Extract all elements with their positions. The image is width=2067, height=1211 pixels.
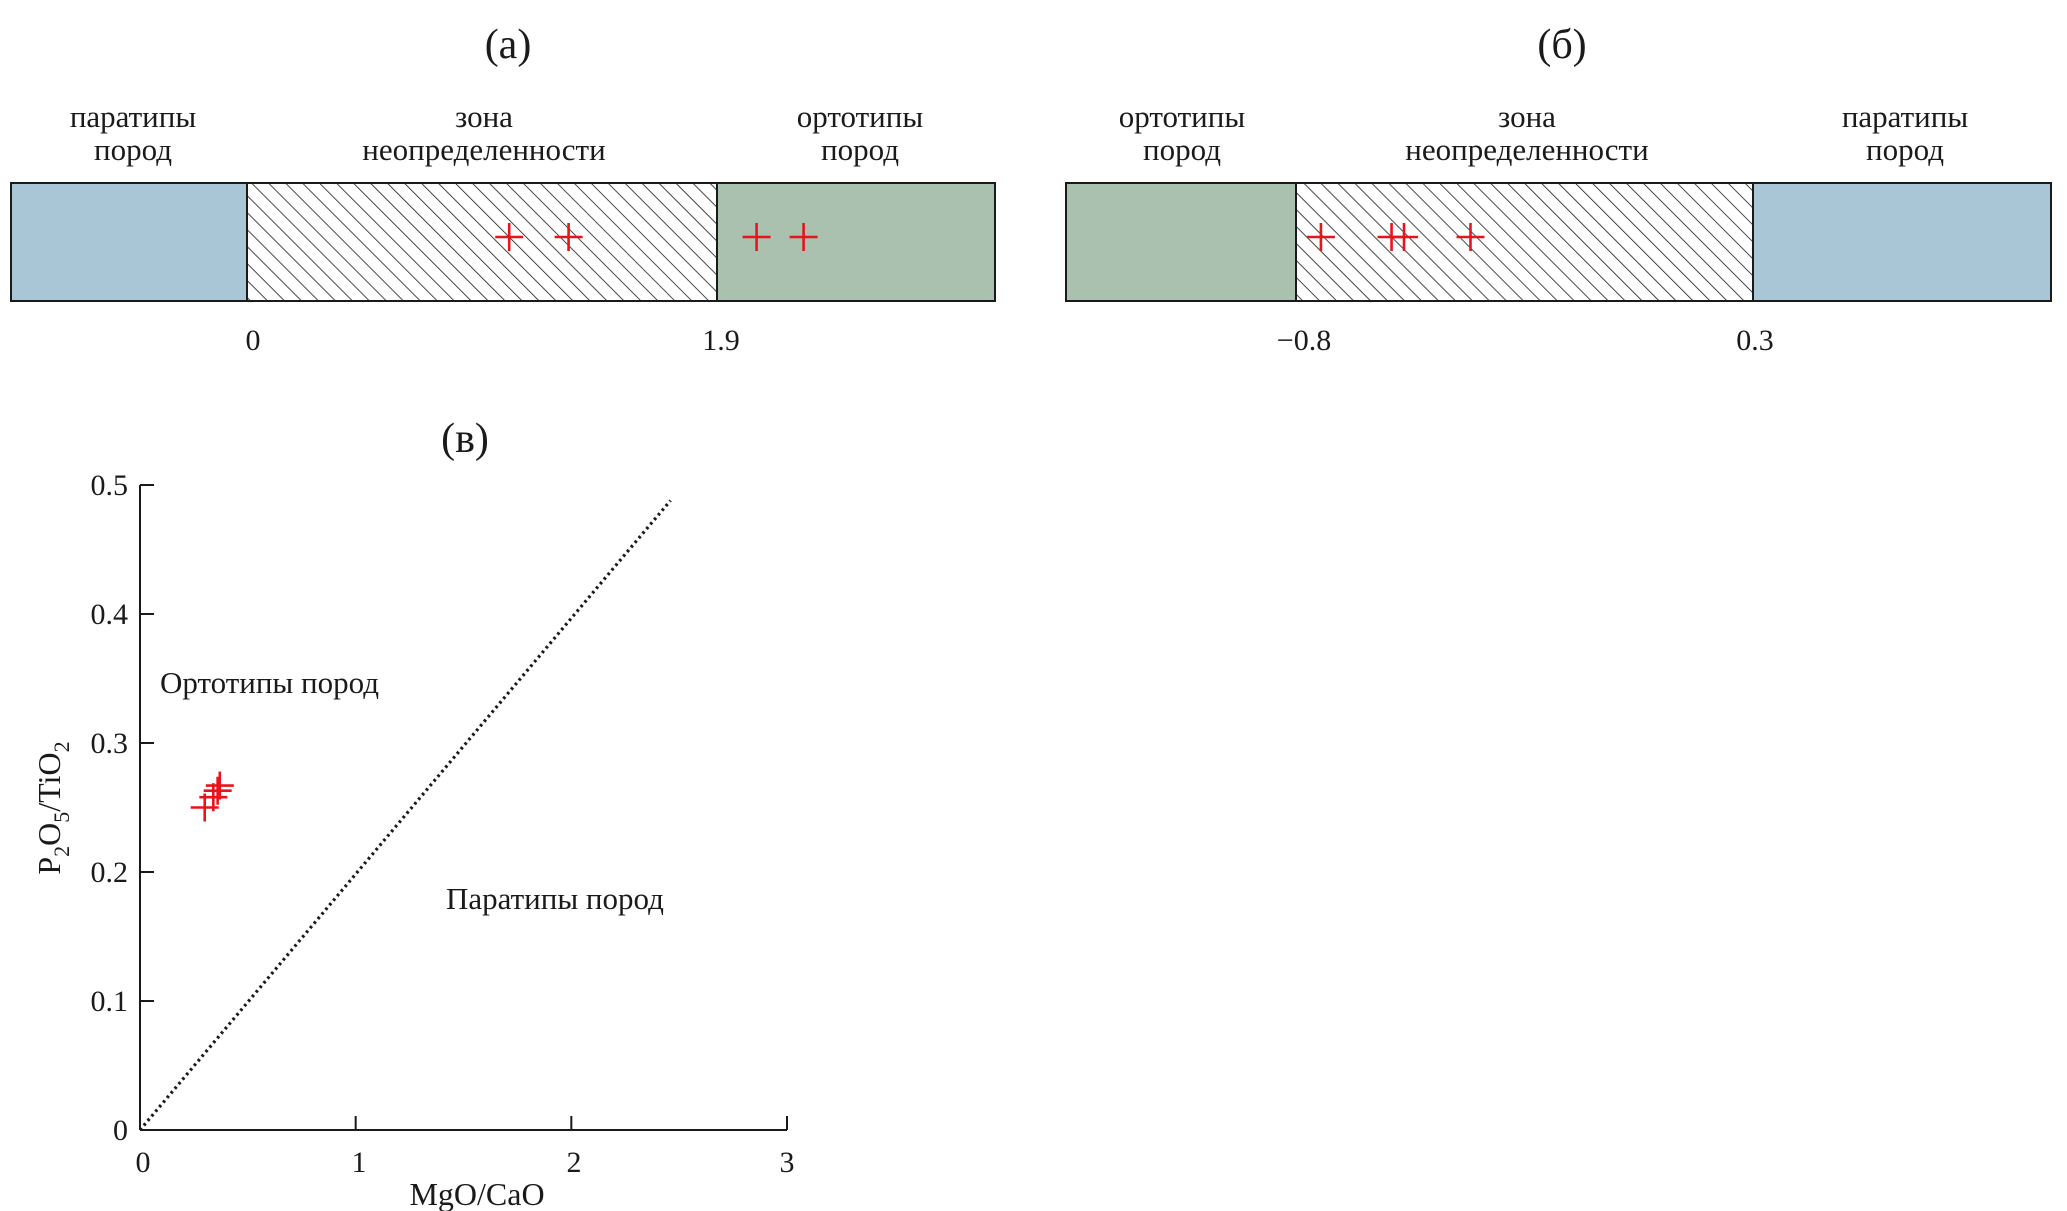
zone-label-b-1-line2: неопределенности — [1405, 132, 1648, 167]
y-tick-label-3: 0.3 — [91, 727, 129, 760]
panel-label-v: (в) — [441, 416, 489, 462]
zone-label-a-1-line2: неопределенности — [362, 132, 605, 167]
y-ticks — [140, 484, 154, 1002]
strip-chart-b: (б) ортотипы пород зона неопределенности… — [1065, 22, 2052, 357]
x-tick-label-0: 0 — [136, 1146, 151, 1179]
strip-point-b-2 — [1390, 223, 1419, 251]
y-tick-label-0: 0 — [113, 1114, 128, 1147]
zone-label-b-0-line1: ортотипы — [1119, 99, 1246, 134]
zone-rect-a-1 — [246, 182, 718, 302]
x-ticks — [354, 1116, 788, 1130]
x-tick-label-3: 3 — [780, 1146, 795, 1179]
boundary-label-b-1: 0.3 — [1736, 324, 1774, 357]
zone-rect-b-1 — [1295, 182, 1754, 302]
zone-label-a-0-line2: пород — [94, 132, 172, 167]
scatter-point-1 — [199, 783, 228, 812]
zone-label-b-2-line1: паратипы — [1842, 99, 1969, 134]
strip-point-a-0 — [495, 223, 524, 251]
strip-point-a-2 — [742, 223, 771, 251]
zone-rect-b-0 — [1065, 182, 1297, 302]
region-label-lower: Паратипы пород — [446, 881, 664, 916]
strip-points-b — [1306, 223, 1485, 251]
zone-label-a-0-line1: паратипы — [70, 99, 197, 134]
panel-label-a: (а) — [485, 22, 532, 68]
y-tick-label-5: 0.5 — [91, 469, 129, 502]
scatter-point-2 — [203, 776, 232, 805]
boundary-label-a-0: 0 — [246, 324, 261, 357]
strip-point-b-0 — [1306, 223, 1335, 251]
zone-rect-b-2 — [1752, 182, 2052, 302]
strip-points-a — [495, 223, 818, 251]
zone-label-a-2-line2: пород — [821, 132, 899, 167]
zone-label-a-2-line1: ортотипы — [797, 99, 924, 134]
zone-label-a-1-line1: зона — [455, 99, 513, 134]
strip-point-a-3 — [789, 223, 818, 251]
zone-rect-a-2 — [716, 182, 996, 302]
zone-label-b-2-line2: пород — [1866, 132, 1944, 167]
boundary-label-a-1: 1.9 — [702, 324, 740, 357]
scatter-point-3 — [205, 771, 234, 800]
zone-label-b-1-line1: зона — [1498, 99, 1556, 134]
panel-label-b: (б) — [1537, 22, 1586, 68]
x-axis-label: MgO/CaO — [409, 1176, 544, 1211]
y-tick-label-4: 0.4 — [91, 598, 129, 631]
zone-label-b-0-line2: пород — [1143, 132, 1221, 167]
x-tick-label-2: 2 — [567, 1146, 582, 1179]
zone-rect-a-0 — [10, 182, 248, 302]
strip-point-a-1 — [554, 223, 583, 251]
divider-line — [138, 499, 672, 1132]
scatter-points — [190, 771, 234, 822]
y-axis-label: P2O5/TiO2 — [31, 741, 74, 874]
region-label-upper: Ортотипы пород — [160, 665, 379, 700]
strip-chart-a: (а) паратипы пород зона неопределенности… — [10, 22, 996, 357]
x-tick-label-1: 1 — [352, 1146, 367, 1179]
scatter-chart-v: (в) 0 1 2 3 0 0.1 0.2 0.3 0.4 0.5 Ортоти… — [31, 416, 795, 1211]
boundary-label-b-0: −0.8 — [1277, 324, 1331, 357]
strip-point-b-3 — [1456, 223, 1485, 251]
y-tick-label-1: 0.1 — [91, 985, 129, 1018]
y-tick-label-2: 0.2 — [91, 856, 129, 889]
